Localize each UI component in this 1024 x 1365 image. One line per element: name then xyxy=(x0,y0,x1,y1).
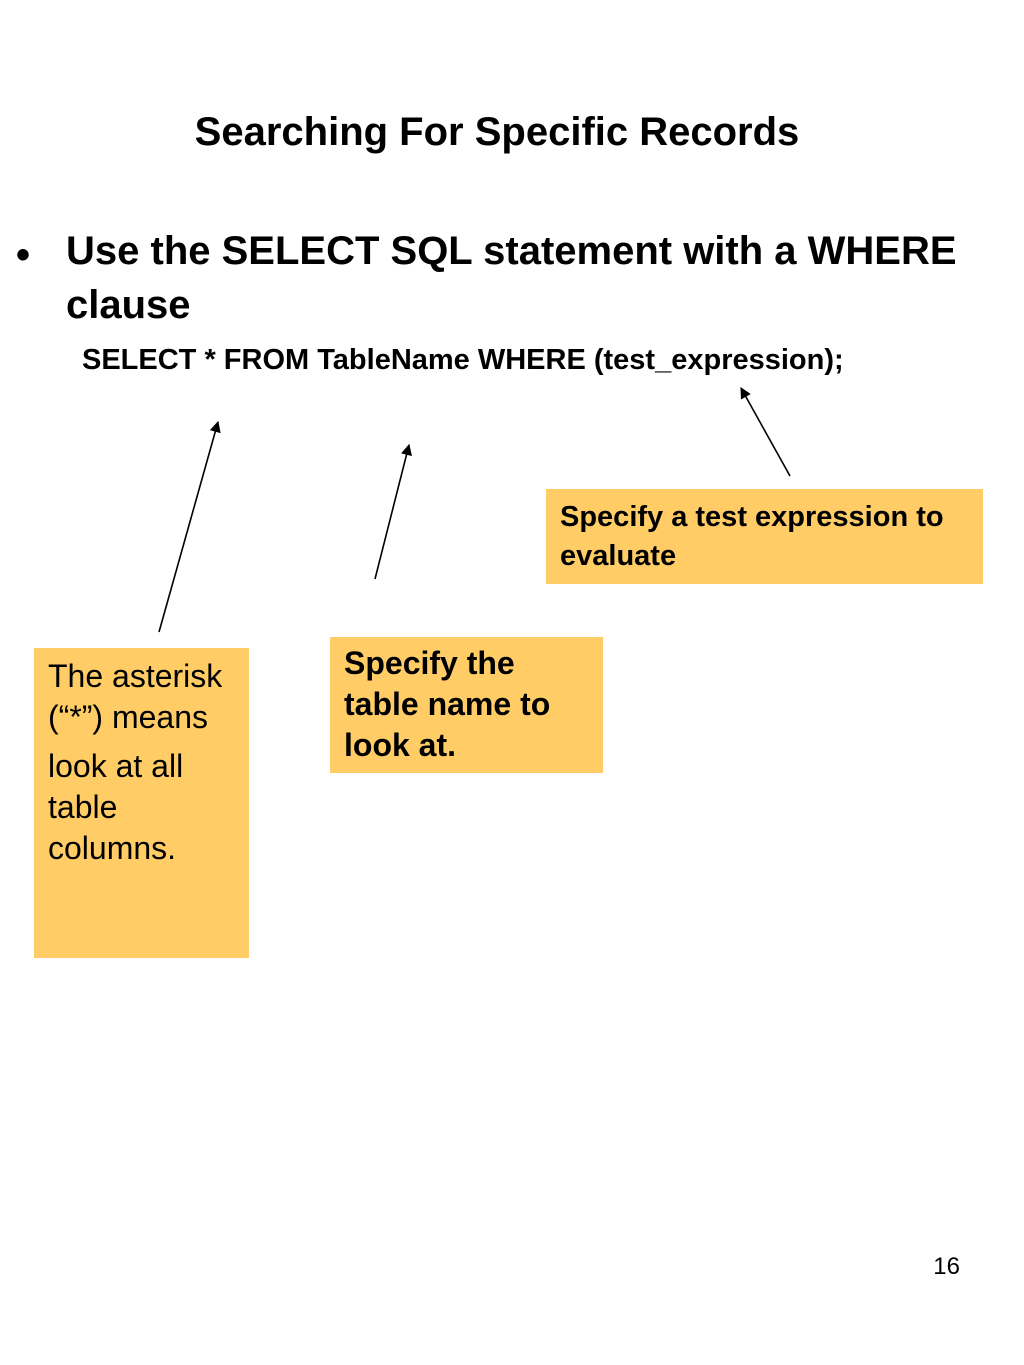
callout-asterisk-line-2: look at all table columns. xyxy=(48,748,184,866)
callout-table-name: Specify the table name to look at. xyxy=(330,637,603,773)
callout-test-expression: Specify a test expression to evaluate xyxy=(546,489,983,584)
callout-asterisk-line-1: The asterisk (“*”) means xyxy=(48,658,223,735)
bullet-marker: • xyxy=(16,233,31,277)
arrow-to-tablename xyxy=(374,443,412,580)
slide-title: Searching For Specific Records xyxy=(194,110,800,154)
page-number: 16 xyxy=(933,1253,960,1280)
sql-statement: SELECT * FROM TableName WHERE (test_expr… xyxy=(82,344,844,376)
arrow-to-asterisk xyxy=(158,420,221,633)
arrow-to-expression xyxy=(740,387,791,477)
callout-asterisk: The asterisk (“*”) means look at all tab… xyxy=(34,648,249,958)
bullet-text: Use the SELECT SQL statement with a WHER… xyxy=(66,229,957,327)
